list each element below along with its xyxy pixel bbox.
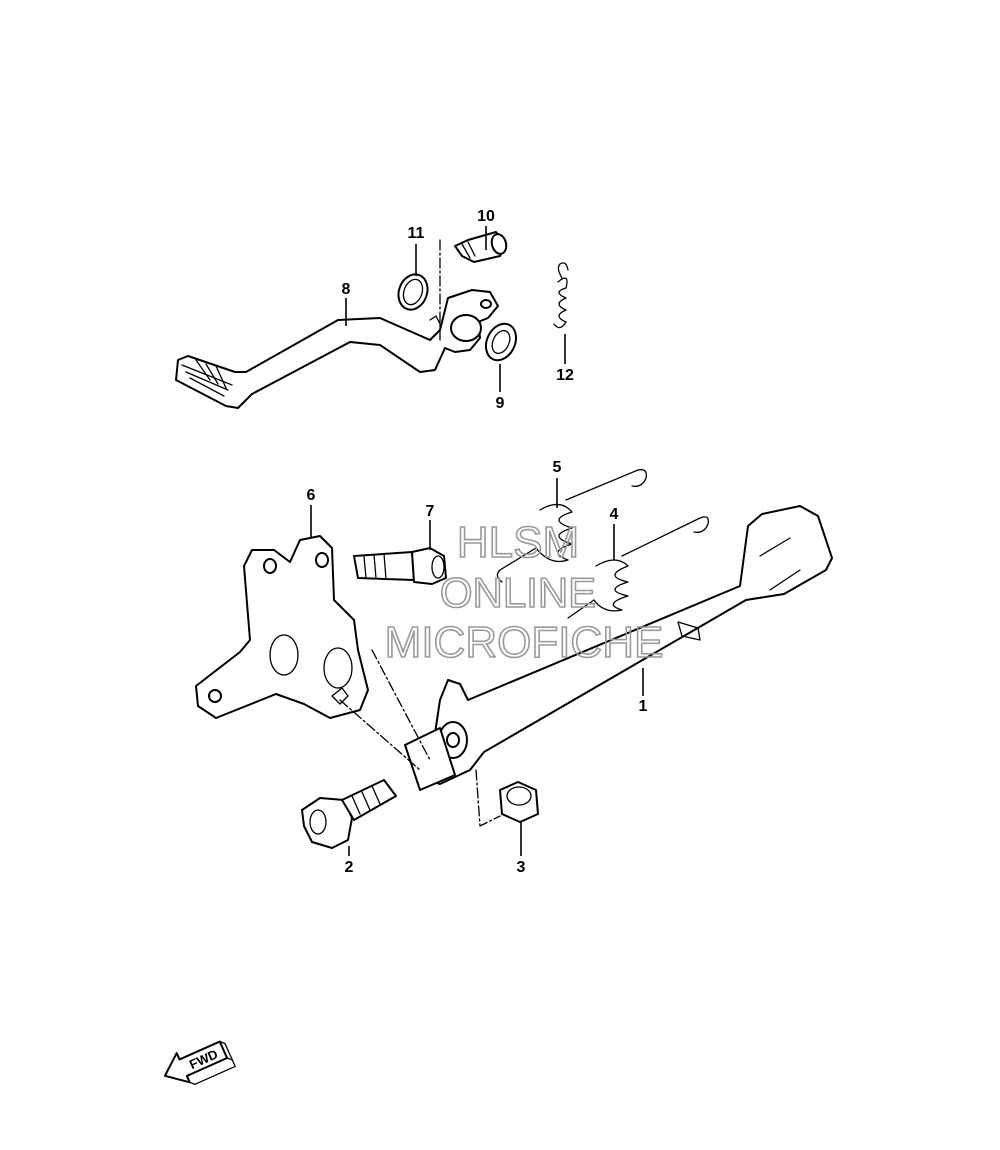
- stand-bolt-part: [353, 547, 447, 585]
- pivot-bolt-part: [301, 779, 397, 849]
- part-label-12: 12: [556, 367, 574, 384]
- part-label-5: 5: [553, 459, 562, 476]
- side-stand-part: [404, 505, 833, 791]
- watermark-line-3: MICROFICHE: [385, 618, 664, 667]
- part-label-2: 2: [345, 859, 354, 876]
- watermark: HLSM ONLINE MICROFICHE: [384, 517, 664, 668]
- stand-nut-part: [499, 781, 539, 823]
- pivot-pin-part: [454, 231, 508, 263]
- part-label-9: 9: [496, 395, 505, 412]
- part-label-1: 1: [639, 698, 648, 715]
- watermark-line-1: HLSM: [457, 518, 579, 567]
- stand-spring-outer-part: [496, 469, 647, 583]
- snap-ring-part: [397, 273, 429, 311]
- small-spring-part: [553, 262, 569, 329]
- washer-part: [484, 322, 518, 362]
- stand-bracket-part: [195, 535, 369, 719]
- part-label-8: 8: [342, 281, 351, 298]
- leader-lines: [310, 226, 644, 856]
- stand-spring-inner-part: [567, 516, 709, 619]
- part-label-7: 7: [426, 503, 435, 520]
- part-label-6: 6: [307, 487, 316, 504]
- brake-pedal-part: [175, 289, 499, 409]
- fwd-direction-arrow: FWD: [163, 1040, 236, 1085]
- part-label-4: 4: [610, 506, 619, 523]
- part-label-10: 10: [477, 208, 495, 225]
- arrow-left-icon: [163, 1040, 229, 1084]
- watermark-line-2: ONLINE: [440, 569, 596, 616]
- part-label-3: 3: [517, 859, 526, 876]
- part-label-11: 11: [408, 225, 425, 242]
- alignment-lines: [339, 239, 501, 827]
